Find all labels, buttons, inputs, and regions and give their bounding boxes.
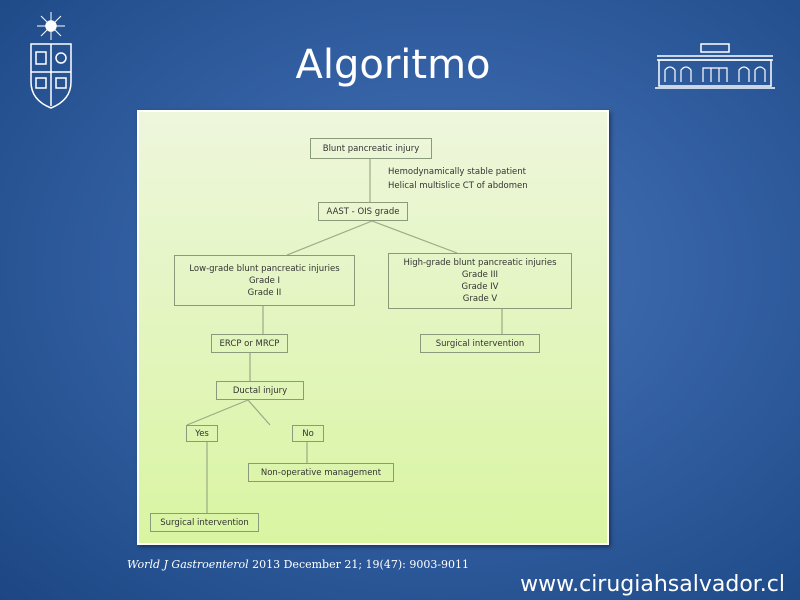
note-hemodynamic: Hemodynamically stable patient xyxy=(388,167,527,177)
box-low-grade: Low-grade blunt pancreatic injuries Grad… xyxy=(174,255,355,306)
connector xyxy=(247,399,271,426)
citation: World J Gastroenterol 2013 December 21; … xyxy=(127,558,469,571)
low-grade-1: Grade I xyxy=(248,275,281,286)
website-url: www.cirugiahsalvador.cl xyxy=(520,572,785,597)
box-surgical-intervention-yes: Surgical intervention xyxy=(150,513,259,532)
box-ercp-mrcp: ERCP or MRCP xyxy=(211,334,288,353)
high-grade-4: Grade IV xyxy=(461,282,499,292)
connector xyxy=(186,399,249,426)
box-blunt-pancreatic-injury: Blunt pancreatic injury xyxy=(310,138,432,159)
box-ductal-injury: Ductal injury xyxy=(216,381,304,400)
box-no: No xyxy=(292,425,324,442)
high-grade-5: Grade V xyxy=(462,294,498,304)
algorithm-diagram-panel: Blunt pancreatic injury Hemodynamically … xyxy=(137,110,609,545)
slide-title: Algoritmo xyxy=(295,42,491,88)
high-grade-title: High-grade blunt pancreatic injuries xyxy=(403,258,557,268)
citation-details: 2013 December 21; 19(47): 9003-9011 xyxy=(248,558,470,571)
university-crest-logo xyxy=(25,10,77,110)
high-grade-3: Grade III xyxy=(461,270,499,280)
citation-journal: World J Gastroenterol xyxy=(127,558,249,571)
box-aast-grade: AAST - OIS grade xyxy=(318,202,408,221)
connector-lines xyxy=(186,159,503,513)
connector xyxy=(286,220,373,256)
low-grade-2: Grade II xyxy=(247,287,282,298)
connector xyxy=(371,220,458,254)
box-high-grade: High-grade blunt pancreatic injuries Gra… xyxy=(388,253,572,309)
box-non-operative: Non-operative management xyxy=(248,463,394,482)
box-yes: Yes xyxy=(186,425,218,442)
note-ct: Helical multislice CT of abdomen xyxy=(388,181,528,191)
hospital-building-logo xyxy=(655,42,775,90)
box-surgical-intervention-high: Surgical intervention xyxy=(420,334,540,353)
low-grade-title: Low-grade blunt pancreatic injuries xyxy=(189,263,340,274)
